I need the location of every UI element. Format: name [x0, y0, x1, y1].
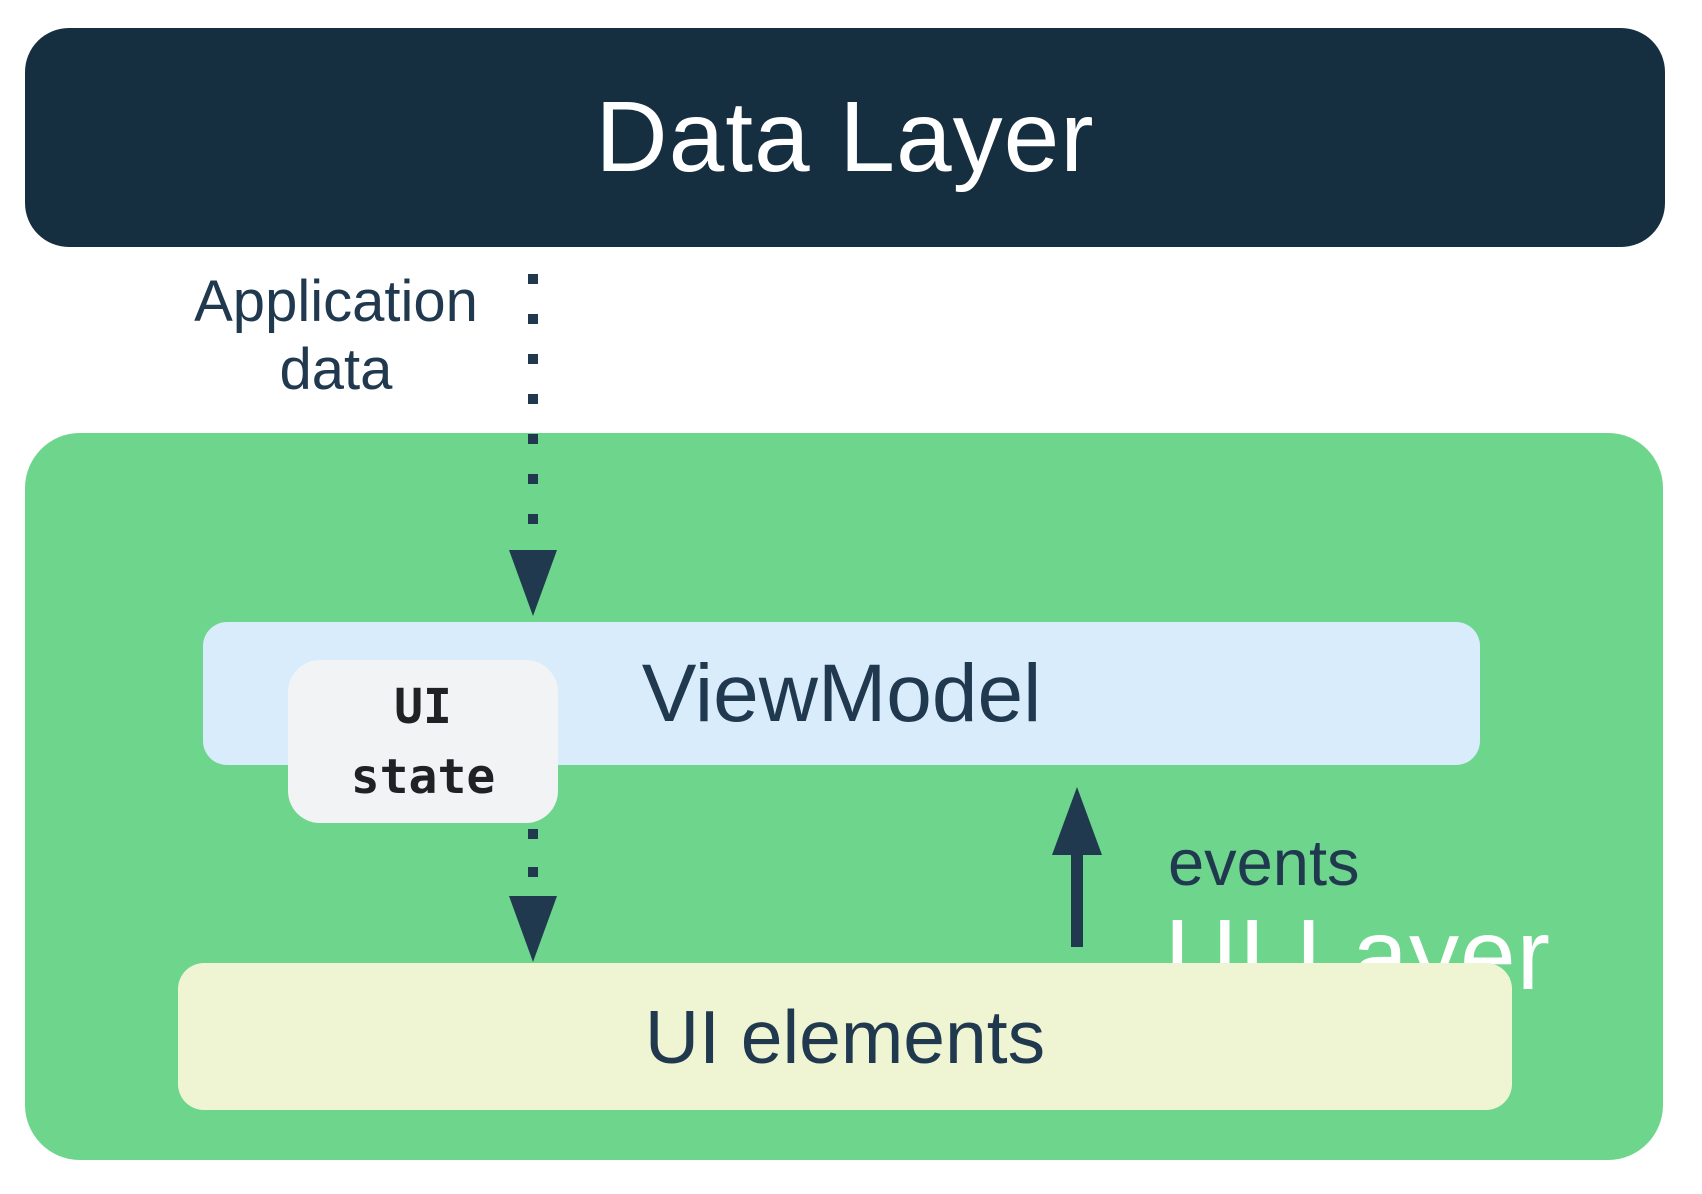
- arrow-up-icon: [1052, 787, 1102, 855]
- arrow-down-icon: [509, 896, 557, 962]
- data-layer-box: Data Layer: [25, 28, 1665, 247]
- ui-state-dotted-line: [528, 829, 538, 895]
- application-data-label: Application data: [194, 269, 478, 402]
- ui-elements-box: UI elements: [178, 963, 1512, 1110]
- viewmodel-label: ViewModel: [641, 647, 1042, 739]
- ui-state-label: UI state: [350, 678, 496, 805]
- events-arrow-shaft: [1071, 853, 1083, 947]
- events-label: events: [1168, 826, 1360, 899]
- ui-state-badge: UI state: [288, 660, 558, 823]
- application-data-dotted-line: [528, 274, 538, 550]
- data-layer-label: Data Layer: [595, 81, 1095, 193]
- ui-elements-label: UI elements: [644, 994, 1046, 1079]
- arrow-down-icon: [509, 550, 557, 616]
